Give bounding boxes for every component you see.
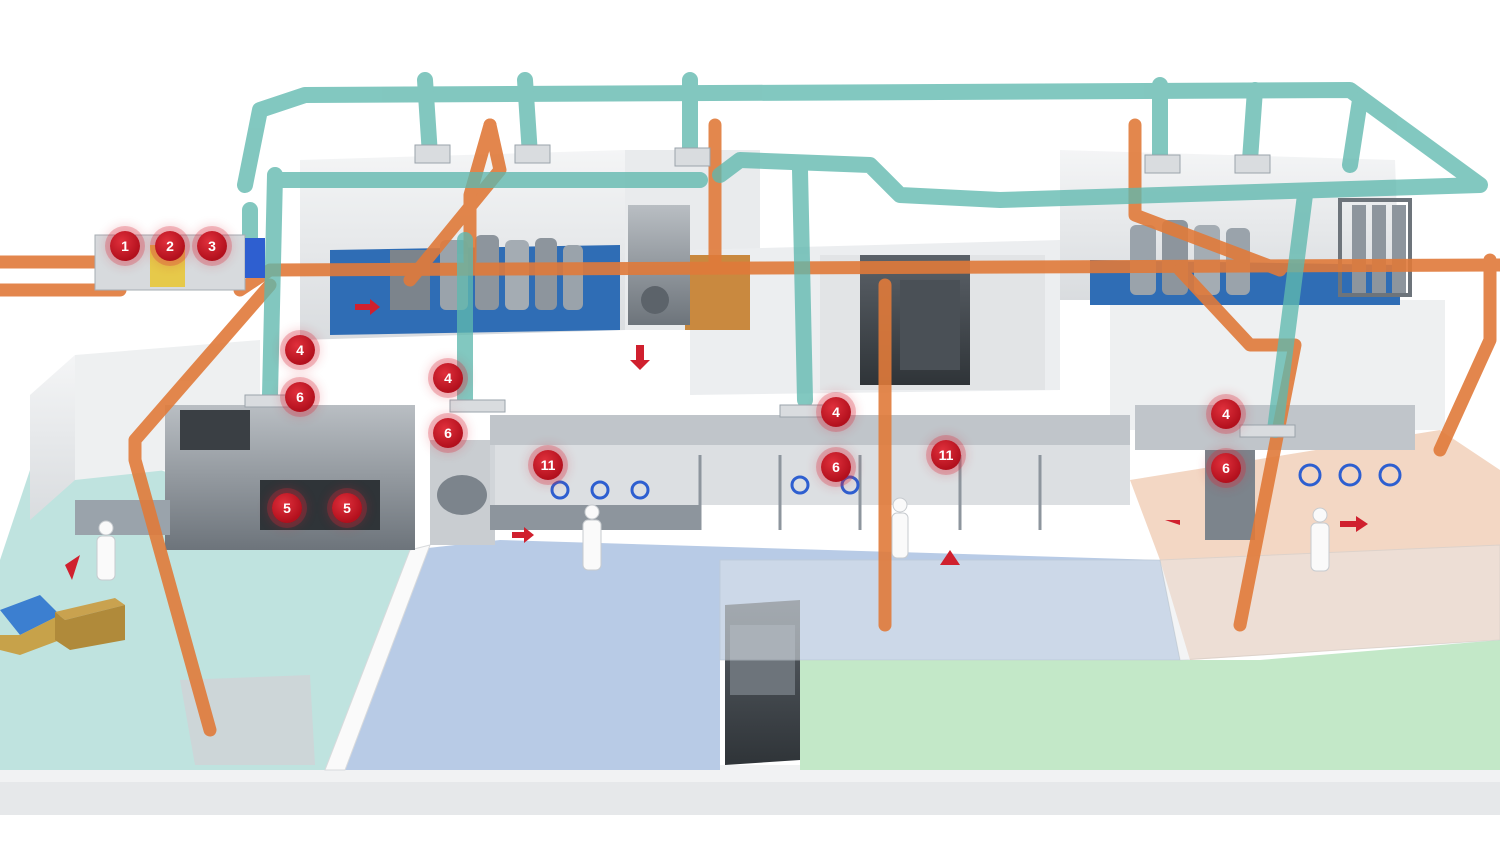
marker-5-oven-b[interactable]: 5 xyxy=(332,493,362,523)
waste-bin xyxy=(180,675,315,765)
oven-unit xyxy=(165,405,415,550)
marker-6-left[interactable]: 6 xyxy=(285,382,315,412)
marker-6-center[interactable]: 6 xyxy=(821,452,851,482)
marker-4-packing[interactable]: 4 xyxy=(1211,399,1241,429)
marker-11-center[interactable]: 11 xyxy=(931,440,961,470)
marker-4-center[interactable]: 4 xyxy=(821,397,851,427)
operator-figure-icon xyxy=(891,497,909,559)
filling-line xyxy=(490,415,1130,530)
marker-2[interactable]: 2 xyxy=(155,231,185,261)
marker-1[interactable]: 1 xyxy=(110,231,140,261)
marker-11-filling[interactable]: 11 xyxy=(533,450,563,480)
operator-figure-icon xyxy=(582,504,602,571)
operator-figure-icon xyxy=(96,520,116,581)
left-outer-wall xyxy=(30,355,75,520)
glass-partition-right xyxy=(1159,544,1500,661)
marker-5-oven-a[interactable]: 5 xyxy=(272,493,302,523)
air-duct-network xyxy=(237,72,1488,438)
floor-bottom-zone xyxy=(800,640,1500,770)
divider-wall-left xyxy=(324,544,431,771)
base-slab xyxy=(0,780,1500,815)
marker-3[interactable]: 3 xyxy=(197,231,227,261)
marker-4-left[interactable]: 4 xyxy=(285,335,315,365)
retort-machine xyxy=(820,255,1045,390)
marker-6-packing[interactable]: 6 xyxy=(1211,453,1241,483)
kettle-station xyxy=(430,440,495,545)
marker-4-kettle[interactable]: 4 xyxy=(433,363,463,393)
glass-partition-center xyxy=(719,559,1181,661)
operator-figure-icon xyxy=(1310,507,1330,572)
flow-arrow-icon xyxy=(65,299,1368,580)
crate-stack xyxy=(0,595,125,655)
marker-6-kettle[interactable]: 6 xyxy=(433,418,463,448)
